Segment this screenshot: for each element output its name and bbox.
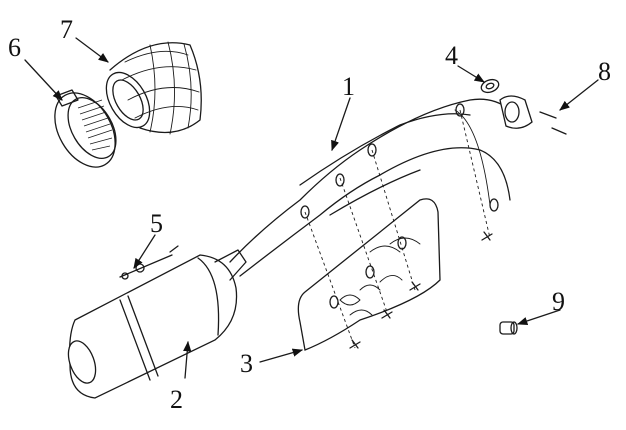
callout-4: 4 <box>445 41 458 70</box>
flange-part <box>499 95 567 135</box>
callout-2: 2 <box>170 385 183 414</box>
callout-9: 9 <box>552 287 565 316</box>
callout-8: 8 <box>598 57 611 86</box>
muffler-part <box>67 249 247 399</box>
callout-7: 7 <box>60 15 73 44</box>
callout-6: 6 <box>8 33 21 62</box>
callout-5: 5 <box>150 209 163 238</box>
heat-shield-part <box>297 198 441 351</box>
callout-3: 3 <box>240 349 253 378</box>
rubber-grommet-part <box>499 321 518 335</box>
air-filter-part <box>105 41 202 135</box>
hose-clamp-part <box>54 89 117 168</box>
bolt-holes <box>300 103 499 309</box>
callout-1: 1 <box>342 72 355 101</box>
gasket-part <box>480 78 500 94</box>
screws <box>349 231 493 349</box>
mounting-lines <box>304 109 491 349</box>
callout-leaders <box>24 37 599 379</box>
